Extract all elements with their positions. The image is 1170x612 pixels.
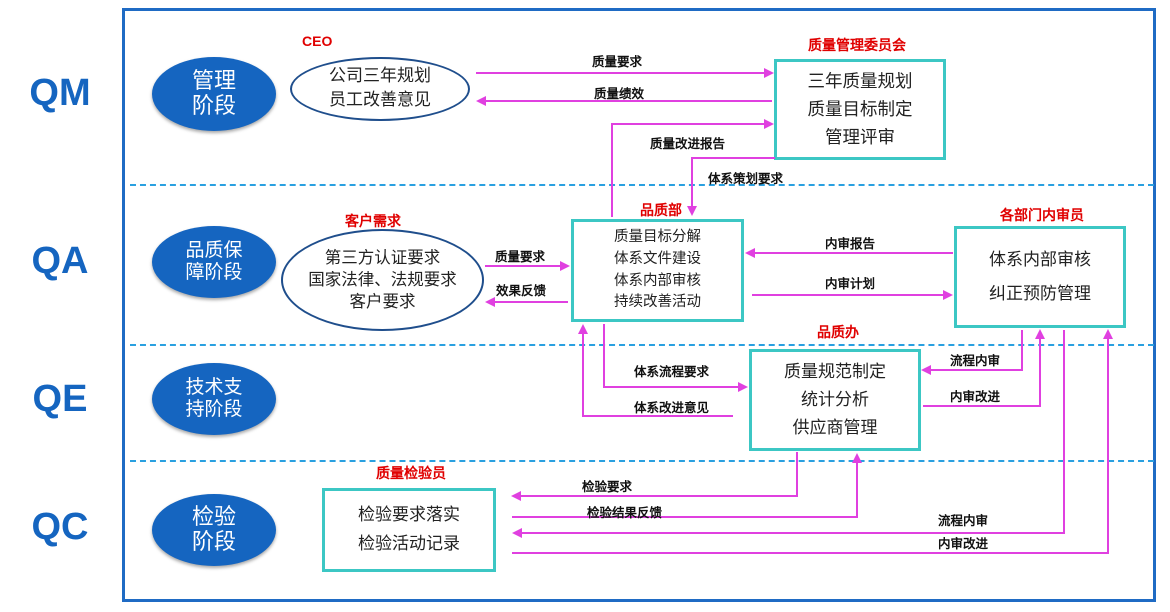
flow-label-process-audit-qc: 流程内审: [938, 513, 989, 528]
role-customer-demand: 客户需求: [345, 214, 401, 230]
flow-label-inspection-feedback: 检验结果反馈: [587, 505, 663, 520]
arrow-inspection-feedback: [512, 453, 862, 518]
flow-label-qm-performance: 质量绩效: [594, 86, 645, 101]
arrow-improvement-report: [611, 119, 774, 217]
level-label-qa: QA: [31, 240, 89, 282]
committee-node: 三年质量规划 质量目标制定 管理评审: [774, 59, 946, 160]
flow-label-qa-feedback: 效果反馈: [496, 283, 547, 298]
flow-label-improvement-opinion: 体系改进意见: [634, 400, 710, 415]
flow-label-qa-quality-req: 质量要求: [495, 249, 546, 264]
role-inspectors: 质量检验员: [376, 466, 446, 482]
arrow-process-req: [603, 324, 748, 392]
arrow-audit-improve-qc: [512, 329, 1113, 554]
ceo-node: 公司三年规划 员工改善意见: [290, 57, 470, 121]
arrow-improvement-opinion: [578, 324, 733, 417]
role-committee: 质量管理委员会: [808, 38, 906, 54]
quality-dept-node: 质量目标分解 体系文件建设 体系内部审核 持续改善活动: [571, 219, 744, 322]
stage-inspection: 检验 阶段: [152, 494, 276, 566]
flow-label-inspection-req: 检验要求: [582, 479, 633, 494]
level-label-qc: QC: [31, 506, 89, 548]
arrow-inspection-req: [511, 452, 798, 501]
inspection-node: 检验要求落实 检验活动记录: [322, 488, 496, 572]
arrow-audit-improve-qe: [923, 329, 1045, 407]
divider-qe-qc: [130, 460, 1154, 462]
level-label-qm: QM: [29, 72, 91, 114]
flow-label-audit-plan: 内审计划: [825, 276, 876, 291]
divider-qa-qe: [130, 344, 1154, 346]
internal-audit-node: 体系内部审核 纠正预防管理: [954, 226, 1126, 328]
arrow-system-planning: [687, 157, 775, 216]
flow-label-audit-improve-qe: 内审改进: [950, 389, 1001, 404]
arrow-process-audit-qe: [921, 330, 1023, 375]
flow-label-audit-report: 内审报告: [825, 236, 876, 251]
quality-office-node: 质量规范制定 统计分析 供应商管理: [749, 349, 921, 451]
diagram-frame: [122, 8, 1156, 602]
stage-management: 管理 阶段: [152, 57, 276, 131]
flow-label-audit-improve-qc: 内审改进: [938, 536, 989, 551]
stage-quality-assurance: 品质保 障阶段: [152, 226, 276, 298]
divider-qm-qa: [130, 184, 1154, 186]
role-quality-office: 品质办: [817, 325, 859, 341]
flow-label-process-req: 体系流程要求: [634, 364, 710, 379]
level-label-qe: QE: [32, 378, 88, 420]
flow-label-process-audit-qe: 流程内审: [950, 353, 1001, 368]
flow-label-qm-quality-req: 质量要求: [592, 54, 643, 69]
flow-label-improvement-report: 质量改进报告: [650, 136, 726, 151]
flow-label-system-planning: 体系策划要求: [708, 171, 784, 186]
stage-technical-support: 技术支 持阶段: [152, 363, 276, 435]
arrow-process-audit-qc: [512, 330, 1065, 538]
customer-requirements-node: 第三方认证要求 国家法律、法规要求 客户要求: [281, 229, 484, 331]
role-quality-dept: 品质部: [640, 203, 682, 219]
role-ceo: CEO: [302, 33, 333, 49]
role-auditors: 各部门内审员: [1000, 208, 1084, 224]
